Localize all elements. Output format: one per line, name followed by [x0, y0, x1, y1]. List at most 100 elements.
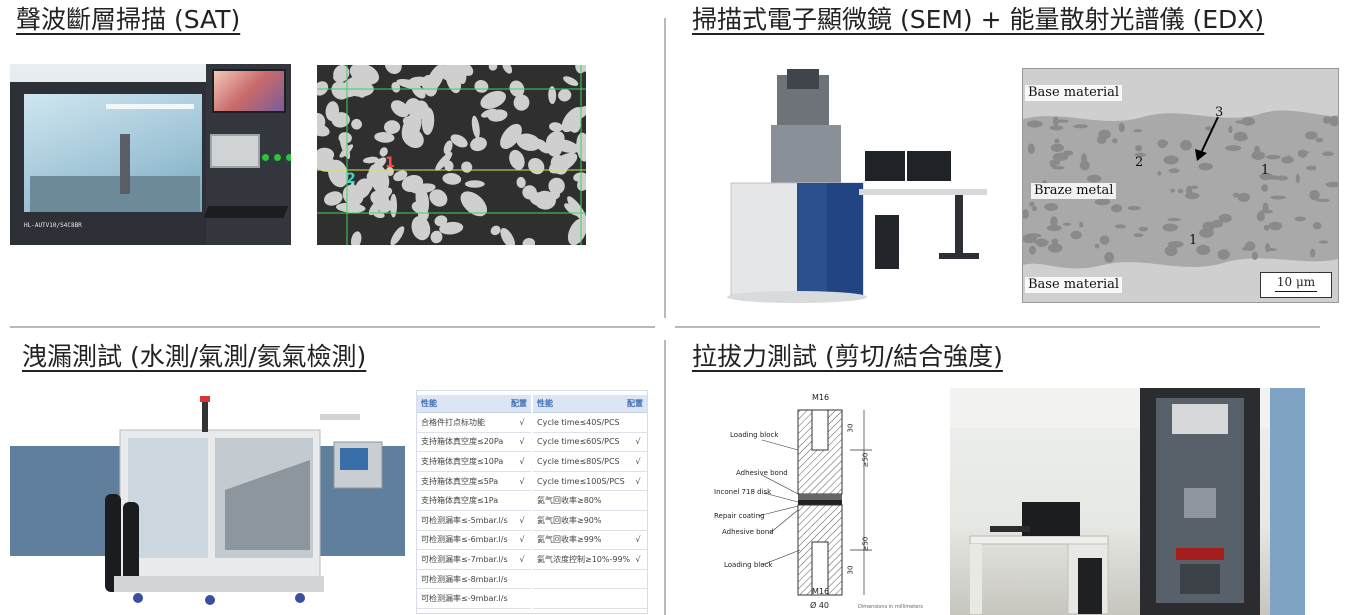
table-row	[533, 570, 647, 590]
leak-spec-table: 性能 配置 合格件打点标功能 √ 支持箱体真空度≤20Pa √ 支持箱体真空度≤10Pa…	[416, 390, 648, 614]
repair-coating-label: Repair coating	[714, 512, 765, 520]
header-feature: 性能	[537, 399, 553, 408]
table-row: 可检测漏率≤-6mbar.l/s √	[417, 531, 531, 551]
horizontal-divider-right	[675, 326, 1320, 328]
table-row: 可检测漏率≤-7mbar.l/s√	[417, 550, 531, 570]
dimensions-note: Dimensions in millimeters	[858, 604, 923, 610]
scan-marker-2: 2	[346, 171, 356, 187]
adhesive-bond-top-label: Adhesive bond	[736, 469, 788, 477]
sem-section-title: 掃描式電子顯微鏡 (SEM) + 能量散射光譜儀 (EDX)	[692, 5, 1265, 34]
row-checkmark: √	[635, 535, 641, 545]
keyboard	[203, 206, 289, 218]
sem-micrograph: Base material Braze metal Base material …	[1022, 68, 1339, 303]
table-row: 氦气浓度控制≥10%-99% √	[533, 550, 647, 570]
pull-test-drawing: M16 M16 Ø 40 30 ≥50 ≥50 30 Loading block…	[700, 390, 928, 612]
dim-top-label: M16	[812, 393, 830, 402]
row-feature: Cycle time≤60S/PCS	[537, 437, 620, 447]
row-feature: 可检测漏率≤-7mbar.l/s	[421, 554, 508, 564]
vertical-divider-bottom	[664, 340, 666, 615]
green-button-icon	[286, 154, 291, 161]
micro-number: 2	[1135, 155, 1144, 170]
row-feature: 氦气回收率≥99%	[537, 535, 602, 545]
row-feature: 可检测漏率≤-5mbar.l/s	[421, 515, 508, 525]
row-feature: 可检测漏率≤-8mbar.l/s	[421, 574, 508, 584]
pull-machine-illustration	[950, 388, 1305, 615]
inconel-disk-label: Inconel 718 disk	[714, 488, 772, 496]
row-checkmark: √	[635, 456, 641, 466]
table-row: 氦气回收率≥90%	[533, 511, 647, 531]
leak-spec-right-column: 性能 配置 Cycle time≤40S/PCS Cycle time≤60S/P…	[533, 395, 647, 609]
sem-illustration	[727, 69, 987, 303]
table-row: 合格件打点标功能 √	[417, 413, 531, 433]
monitor-screen	[212, 69, 286, 113]
dim-mid-label: M16	[812, 587, 830, 596]
sat-scan-image: 1 2	[317, 65, 586, 245]
row-checkmark: √	[519, 437, 525, 447]
row-feature: 支持箱体真空度≤5Pa	[421, 476, 499, 486]
sem-machine-photo	[727, 65, 989, 307]
water-tank	[30, 176, 200, 212]
machine-lamp	[106, 104, 194, 109]
loading-block-bottom-label: Loading block	[724, 561, 773, 569]
table-row	[533, 589, 647, 609]
machine-label: HL-AUTV10/S4C8BR	[24, 222, 82, 229]
leak-right-header: 性能 配置	[533, 395, 647, 413]
vertical-divider-top	[664, 18, 666, 318]
header-config: 配置	[627, 399, 643, 408]
loading-block-top-label: Loading block	[730, 431, 779, 439]
table-row: 可检测漏率≤-8mbar.l/s	[417, 570, 531, 590]
table-row: Cycle time≤100S/PCS √	[533, 472, 647, 492]
dim-30-bottom-label: 30	[846, 565, 855, 575]
table-row: 支持箱体真空度≤5Pa √	[417, 472, 531, 492]
dim-50-top-label: ≥50	[861, 452, 870, 468]
control-panel	[210, 134, 260, 168]
row-feature: 氦气回收率≥80%	[537, 496, 602, 506]
pull-section-title: 拉拔力測試 (剪切/結合強度)	[692, 342, 1003, 371]
table-row: 氦气回收率≥80%	[533, 491, 647, 511]
row-checkmark: √	[635, 476, 641, 486]
dim-30-top-label: 30	[846, 423, 855, 433]
row-checkmark: √	[519, 417, 525, 427]
green-button-icon	[274, 154, 281, 161]
scanner-arm	[120, 134, 130, 194]
header-feature: 性能	[421, 399, 437, 408]
horizontal-divider-left	[10, 326, 655, 328]
dim-bottom-label: Ø 40	[810, 601, 830, 610]
arrow-icon	[1195, 116, 1219, 161]
row-feature: 可检测漏率≤-9mbar.l/s	[421, 594, 508, 604]
scale-bar-line	[1275, 291, 1317, 292]
base-material-bottom-label: Base material	[1025, 277, 1123, 293]
table-row: 支持箱体真空度≤1Pa	[417, 491, 531, 511]
green-button-icon	[262, 154, 269, 161]
row-checkmark: √	[635, 554, 641, 564]
row-feature: Cycle time≤100S/PCS	[537, 476, 625, 486]
row-feature: 合格件打点标功能	[421, 417, 485, 427]
leak-test-machine-photo	[10, 390, 405, 612]
table-row: 支持箱体真空度≤10Pa√	[417, 452, 531, 472]
row-feature: 支持箱体真空度≤20Pa	[421, 437, 504, 447]
row-feature: 支持箱体真空度≤1Pa	[421, 496, 499, 506]
base-material-top-label: Base material	[1025, 85, 1123, 101]
row-checkmark: √	[519, 476, 525, 486]
table-row: Cycle time≤80S/PCS √	[533, 452, 647, 472]
table-row: Cycle time≤40S/PCS	[533, 413, 647, 433]
table-row: 可检测漏率≤-5mbar.l/s√	[417, 511, 531, 531]
scan-pattern	[317, 65, 586, 245]
micro-number: 3	[1215, 105, 1224, 120]
row-feature: 氦气浓度控制≥10%-99%	[537, 554, 631, 564]
leak-spec-left-column: 性能 配置 合格件打点标功能√支持箱体真空度≤20Pa√支持箱体真空度≤10Pa…	[417, 395, 531, 609]
scale-bar: 10 μm	[1260, 272, 1332, 298]
row-checkmark: √	[519, 535, 525, 545]
pull-test-machine-photo	[950, 388, 1305, 615]
row-feature: Cycle time≤40S/PCS	[537, 417, 620, 427]
drawing-lines	[757, 409, 872, 596]
row-feature: 氦气回收率≥90%	[537, 515, 602, 525]
row-feature: 可检测漏率≤-6mbar.l/s	[421, 535, 508, 545]
row-feature: Cycle time≤80S/PCS	[537, 456, 620, 466]
micro-number: 1	[1189, 233, 1198, 248]
scan-marker-1: 1	[385, 155, 395, 171]
table-row: 支持箱体真空度≤20Pa √	[417, 433, 531, 453]
scale-bar-label: 10 μm	[1276, 275, 1316, 289]
table-row: 氦气回收率≥99% √	[533, 531, 647, 551]
braze-metal-label: Braze metal	[1031, 183, 1117, 199]
